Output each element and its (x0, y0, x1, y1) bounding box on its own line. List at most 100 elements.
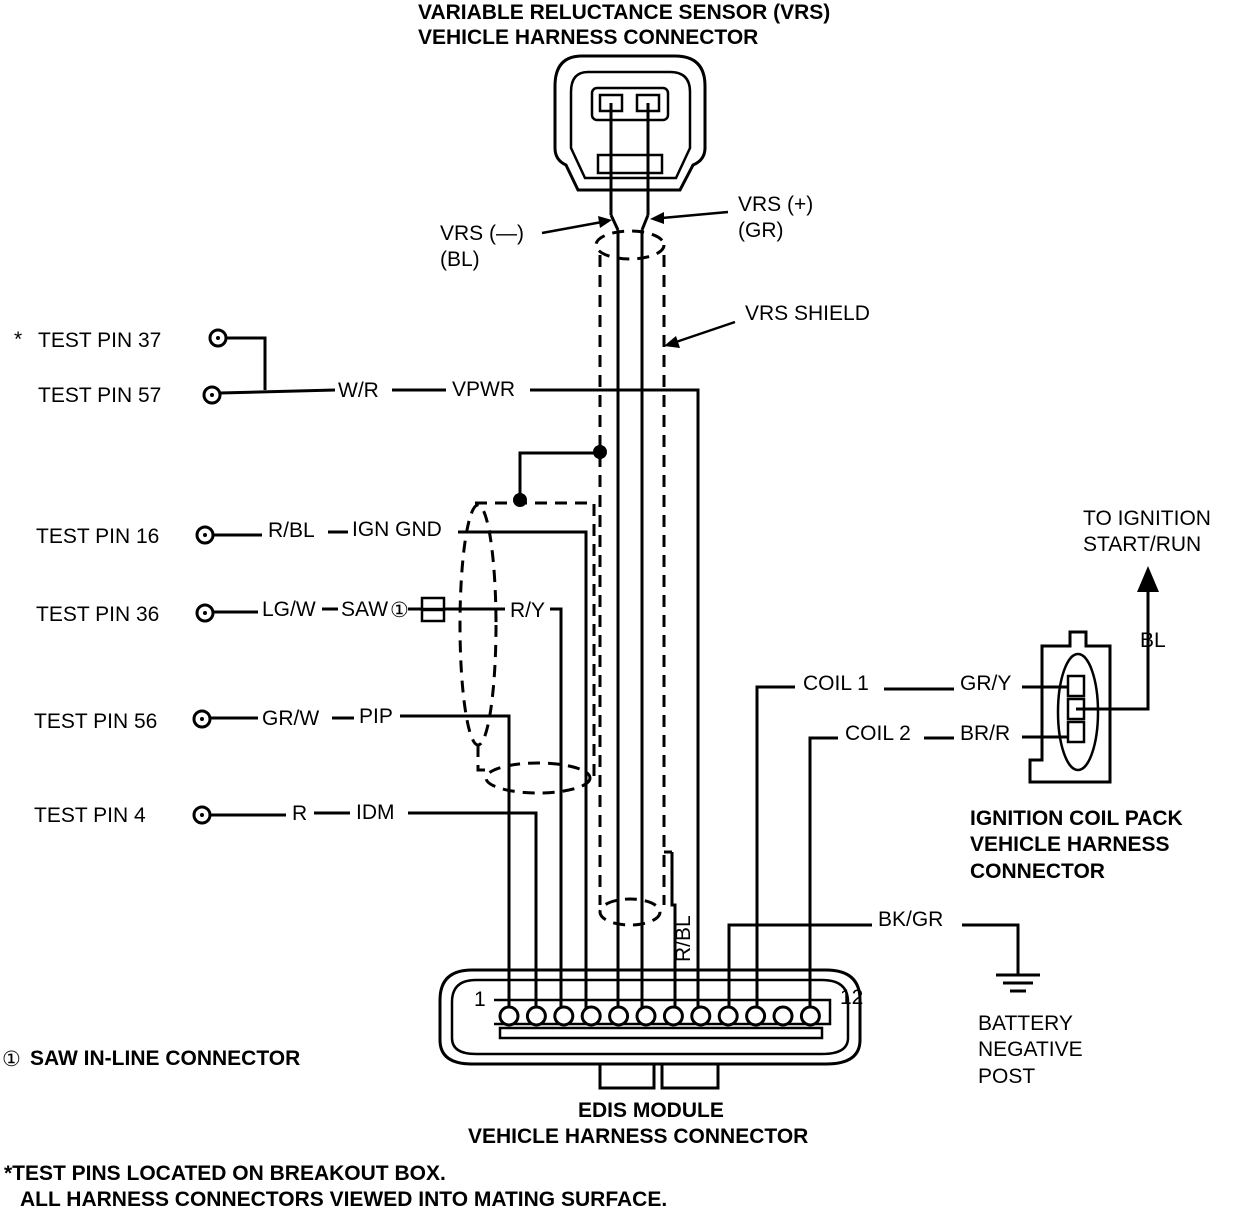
edis-pin-3 (553, 1005, 575, 1027)
coil-supply-line1: TO IGNITION (1083, 507, 1211, 530)
coil2-color: BR/R (960, 722, 1010, 745)
edis-pin-6 (635, 1005, 657, 1027)
vrs-drain-wire (670, 852, 677, 1012)
pip-saw-shield (458, 445, 607, 795)
vrs-pos-bend (640, 214, 650, 231)
edis-pin-4 (580, 1005, 602, 1027)
edis-pin-last: 12 (840, 986, 863, 1009)
vrs-pos-arrowhead (650, 212, 664, 224)
edis-pin-first: 1 (474, 988, 486, 1011)
notes: ① SAW IN-LINE CONNECTOR *TEST PINS LOCAT… (2, 1047, 667, 1211)
vrs-shield-arrowhead (664, 336, 680, 348)
vrs-cavity-block (590, 86, 670, 122)
footnote-line2: ALL HARNESS CONNECTORS VIEWED INTO MATIN… (20, 1188, 667, 1211)
ign-gnd-wire (458, 530, 588, 1012)
ground-color: BK/GR (878, 908, 943, 931)
saw-inline-connector-top (420, 596, 446, 611)
test-pin-56-dot (200, 717, 204, 721)
vrs-cable (594, 214, 666, 1012)
coil-pack-terminal-3 (1066, 720, 1086, 744)
vrs-shield-label: VRS SHIELD (745, 302, 870, 325)
ground-wire-right (962, 923, 1020, 975)
test-pin-57-label: TEST PIN 57 (38, 384, 161, 407)
test-pin-16-dot (203, 533, 207, 537)
coil-pack-line1: IGNITION COIL PACK (970, 807, 1183, 830)
edis-connector-key (498, 1026, 824, 1040)
idm-wire (408, 811, 538, 1012)
vrs-shield-top-ring (594, 229, 666, 261)
vrs-shield-arrow-line (675, 320, 736, 344)
vrs-shield-drain: R/BL (664, 850, 695, 1012)
test-pin-57-color: W/R (338, 379, 379, 402)
edis-title-line1: EDIS MODULE (578, 1099, 724, 1122)
vrs-connector-shell (553, 54, 707, 192)
test-pin-57-dot (210, 393, 214, 397)
test-pin-36-signal: SAW (341, 598, 388, 621)
edis-connector-inner (450, 978, 850, 1056)
edis-latch-right (660, 1062, 720, 1090)
vrs-pos-arrow-line (661, 210, 729, 220)
test-pin-16-label: TEST PIN 16 (36, 525, 159, 548)
vrs-neg-label: VRS (—) (440, 222, 524, 245)
test-pin-36-marker: ① (390, 599, 409, 622)
test-pin-16-signal: IGN GND (352, 518, 442, 541)
coil1-wire-left (755, 685, 795, 1012)
test-pin-36-dot (203, 611, 207, 615)
test-pin-37-label: TEST PIN 37 (38, 329, 161, 352)
ground-circuit: BK/GR BATTERY NEGATIVE POST (727, 908, 1083, 1088)
coil-supply-line2: START/RUN (1083, 533, 1201, 556)
test-pin-37-jumper (226, 336, 267, 390)
coil-supply-color: BL (1140, 629, 1166, 652)
test-pin-37-dot (216, 336, 220, 340)
edis-latch-left (598, 1062, 656, 1090)
edis-pin-8 (690, 1005, 712, 1027)
coil-supply-arrowhead (1137, 566, 1159, 592)
test-pin-56-color: GR/W (262, 707, 319, 730)
pip-shield-bend (476, 745, 490, 772)
test-pin-4-signal: IDM (356, 801, 395, 824)
footnote-line1: *TEST PINS LOCATED ON BREAKOUT BOX. (4, 1162, 446, 1185)
edis-pin-7 (662, 1005, 684, 1027)
coil2-wire-left (808, 736, 838, 1012)
ground-line1: BATTERY (978, 1012, 1073, 1035)
pip-wire (400, 714, 511, 1012)
edis-pin-1 (498, 1005, 520, 1027)
test-pin-57-signal: VPWR (452, 378, 515, 401)
vrs-shield-bottom-ring (598, 897, 662, 927)
edis-pin-11 (772, 1005, 794, 1027)
edis-connector-shell (438, 968, 862, 1066)
shield-splice-wire (518, 451, 600, 500)
edis-pin-2 (525, 1005, 547, 1027)
test-pins: * TEST PIN 37 TEST PIN 57 W/R VPWR TEST … (14, 328, 700, 1012)
edis-pin-12 (799, 1005, 821, 1027)
test-pin-37-asterisk: * (14, 328, 22, 351)
test-pin-36-color: LG/W (262, 598, 316, 621)
coil-pack-shell (1028, 630, 1112, 784)
vrs-neg-arrowhead (598, 216, 612, 228)
vrs-connector-inner (569, 70, 692, 180)
vpwr-wire (530, 388, 700, 1012)
coil1-label: COIL 1 (803, 672, 869, 695)
edis-title-line2: VEHICLE HARNESS CONNECTOR (468, 1125, 808, 1148)
vrs-connector: VARIABLE RELUCTANCE SENSOR (VRS) VEHICLE… (418, 1, 870, 348)
vrs-latch (596, 153, 664, 175)
ground-line3: POST (978, 1065, 1035, 1088)
edis-pin-9 (717, 1005, 739, 1027)
saw-wire (550, 607, 563, 1012)
saw-note-marker: ① (2, 1048, 21, 1071)
coil-pack-line3: CONNECTOR (970, 860, 1105, 883)
coil-pack-terminal-1 (1066, 674, 1086, 698)
shield-splice-dot-upper (593, 445, 607, 459)
vrs-neg-arrow-line (541, 220, 603, 235)
pip-shield-drain (475, 501, 596, 778)
vrs-title-line1: VARIABLE RELUCTANCE SENSOR (VRS) (418, 1, 830, 24)
test-pin-4-dot (200, 813, 204, 817)
test-pin-36-color-2: R/Y (510, 599, 545, 622)
pip-shield-bottom-ring (484, 761, 592, 795)
coil-pack-line2: VEHICLE HARNESS (970, 833, 1170, 856)
coil-pack-face (1056, 652, 1100, 772)
edis-pin-5 (608, 1005, 630, 1027)
test-pin-56-signal: PIP (359, 705, 393, 728)
coil-circuit: COIL 1 GR/Y COIL 2 BR/R BL TO IGNITION S… (755, 507, 1211, 1012)
edis-connector-rail (494, 998, 832, 1026)
